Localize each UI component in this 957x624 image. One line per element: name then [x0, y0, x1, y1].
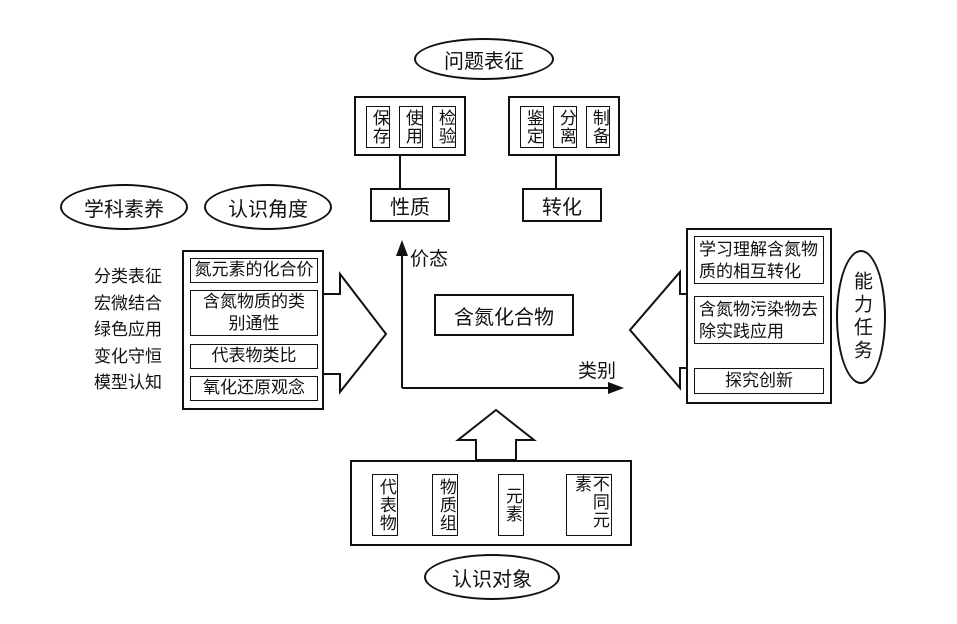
x-axis-label: 类别 [578, 360, 617, 382]
question-title: 问题表征 [444, 48, 524, 73]
literacy-title: 学科素养 [84, 196, 164, 221]
object-item: 不同元素 [566, 474, 612, 536]
objects-box: 代表物 物质组 元素 不同元素 [350, 460, 632, 546]
literacy-item: 分类表征 [94, 267, 162, 287]
y-axis-arrowhead [396, 240, 408, 256]
arrow-objects-to-center [455, 408, 537, 461]
transform-label: 转化 [542, 194, 582, 219]
question-item: 制备 [586, 106, 610, 148]
x-axis-arrowhead [608, 382, 624, 394]
transform-box: 转化 [522, 188, 602, 222]
object-item: 代表物 [372, 474, 398, 536]
question-title-ellipse: 问题表征 [414, 38, 554, 80]
object-item: 物质组 [432, 474, 458, 536]
literacy-item: 绿色应用 [94, 320, 162, 340]
literacy-item: 模型认知 [94, 373, 162, 393]
literacy-title-ellipse: 学科素养 [60, 184, 188, 230]
property-label: 性质 [390, 194, 430, 219]
perspective-item: 氧化还原观念 [190, 376, 318, 401]
y-axis-label: 价态 [410, 248, 449, 270]
center-label: 含氮化合物 [454, 304, 554, 329]
tasks-title-ellipse: 能力任务 [836, 250, 886, 384]
question-group-2-box: 鉴定 分离 制备 [508, 96, 620, 156]
task-item: 含氮物污染物去除实践应用 [694, 296, 824, 344]
perspective-item: 代表物类比 [190, 344, 318, 369]
task-item: 学习理解含氮物质的相互转化 [694, 236, 824, 284]
perspective-item: 氮元素的化合价 [190, 258, 318, 283]
question-item: 检验 [432, 106, 456, 148]
object-item: 元素 [498, 474, 524, 536]
perspective-box: 氮元素的化合价 含氮物质的类别通性 代表物类比 氧化还原观念 [182, 250, 324, 410]
question-group-1-box: 保存 使用 检验 [354, 96, 466, 156]
tasks-title: 能力任务 [850, 271, 873, 363]
literacy-list: 分类表征 宏微结合 绿色应用 变化守恒 模型认知 [94, 264, 178, 397]
objects-title-ellipse: 认识对象 [424, 554, 560, 600]
tasks-box: 学习理解含氮物质的相互转化 含氮物污染物去除实践应用 探究创新 [686, 228, 832, 404]
arrow-perspective-to-center [321, 271, 388, 395]
question-item: 鉴定 [520, 106, 544, 148]
perspective-title-ellipse: 认识角度 [204, 184, 332, 230]
property-box: 性质 [370, 188, 450, 222]
task-item: 探究创新 [694, 368, 824, 394]
objects-title: 认识对象 [452, 566, 532, 591]
question-item: 保存 [366, 106, 390, 148]
question-item: 使用 [399, 106, 423, 148]
perspective-item: 含氮物质的类别通性 [190, 290, 318, 336]
center-box: 含氮化合物 [434, 294, 574, 336]
question-item: 分离 [553, 106, 577, 148]
literacy-item: 变化守恒 [94, 346, 162, 367]
arrow-tasks-to-center [628, 269, 693, 391]
literacy-item: 宏微结合 [94, 293, 162, 314]
perspective-title: 认识角度 [228, 196, 308, 221]
